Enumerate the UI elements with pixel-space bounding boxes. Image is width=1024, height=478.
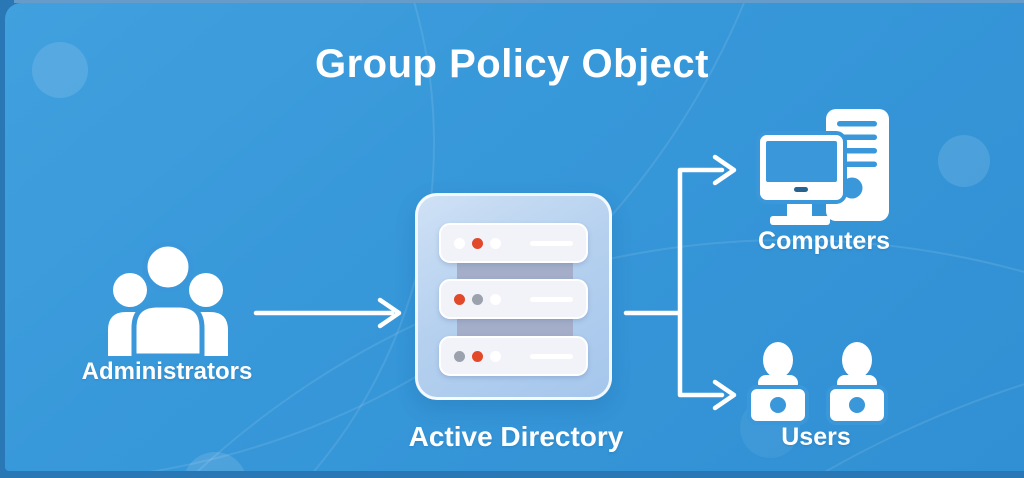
server-unit [439,336,588,376]
decor-top-strip [14,0,1024,3]
status-led [454,237,465,249]
active-directory-label: Active Directory [408,421,624,452]
status-led [490,237,501,249]
status-led [454,293,465,305]
status-led [490,293,501,305]
diagram-title: Group Policy Object [314,42,709,86]
server-slot-line [530,240,573,246]
decor-circle [32,42,88,98]
active-directory-box [415,193,612,400]
admin-group-icon [108,242,228,356]
desktop-computer-icon [756,109,889,225]
status-led [472,293,483,305]
user-laptop-icon [747,342,809,425]
server-unit [439,223,588,263]
status-led [472,237,483,249]
status-led [490,350,501,362]
users-label: Users [781,423,851,451]
server-slot-line [530,353,573,359]
server-slot-line [530,296,573,302]
status-led [472,350,483,362]
user-laptop-icon [826,342,888,425]
server-unit [439,279,588,319]
administrators-label: Administrators [81,358,253,385]
status-led [454,350,465,362]
decor-circle [183,452,247,471]
decor-circle [938,135,990,187]
computers-label: Computers [758,227,890,255]
